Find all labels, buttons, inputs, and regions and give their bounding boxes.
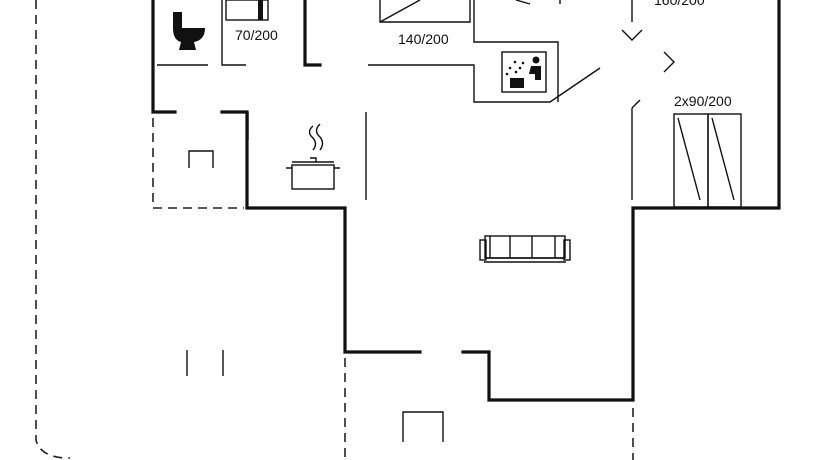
label-bed-160: 160/200 — [654, 0, 705, 8]
bunk-bed-icon — [673, 113, 742, 208]
cooking-pot-icon — [286, 123, 340, 190]
label-bed-70: 70/200 — [235, 27, 278, 43]
interior-walls — [157, 0, 675, 200]
sauna-icon — [501, 51, 547, 93]
terrace-posts — [186, 350, 224, 376]
sofa-icon — [479, 235, 571, 263]
terrace-outline — [35, 0, 634, 460]
terrace-table-icon — [402, 411, 444, 442]
toilet-icon — [173, 12, 205, 50]
shower-icon — [225, 0, 269, 21]
label-bed-2x90: 2x90/200 — [674, 93, 732, 109]
bed-top-right-icon — [515, 0, 561, 5]
appliance-icon — [188, 150, 214, 168]
double-bed-icon — [379, 0, 471, 23]
label-bed-140: 140/200 — [398, 31, 449, 47]
walls — [151, 0, 781, 402]
